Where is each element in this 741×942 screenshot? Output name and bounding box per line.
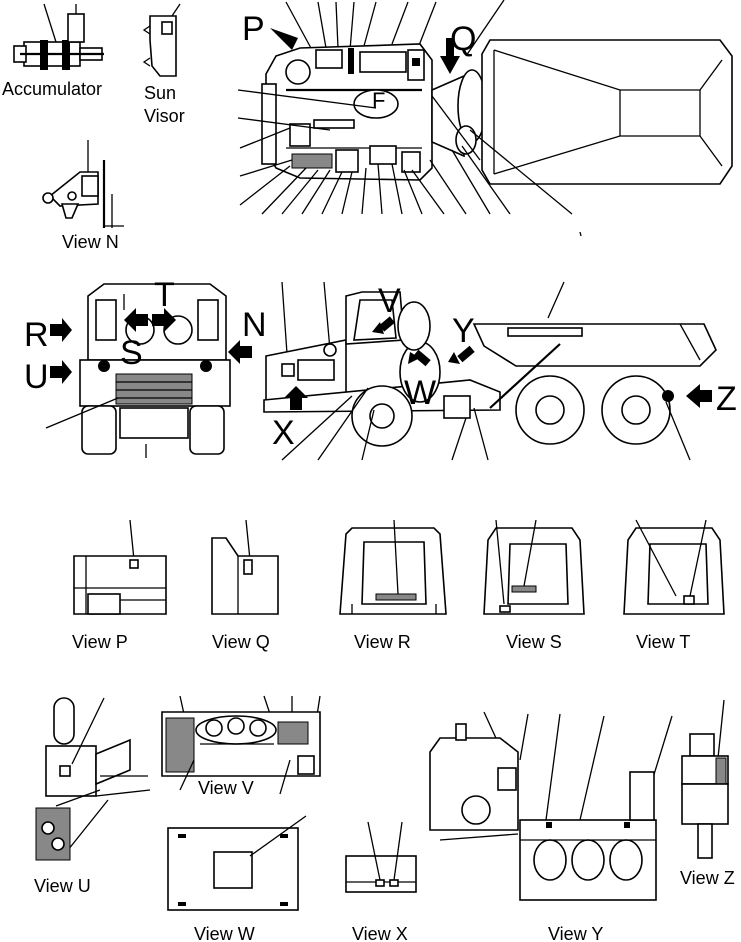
view-t-label: View T	[636, 632, 690, 652]
view-y-label: View Y	[548, 924, 603, 942]
view-n-detail	[42, 140, 124, 228]
view-x-label: View X	[352, 924, 408, 942]
letter-r: R	[24, 316, 49, 354]
view-y-detail	[429, 711, 673, 901]
visor-label: Visor	[144, 106, 185, 126]
letter-n: N	[242, 306, 267, 344]
accumulator-detail	[13, 3, 104, 70]
letter-q: Q	[450, 20, 476, 58]
view-u-detail	[35, 697, 151, 861]
view-v-label: View V	[198, 778, 254, 798]
letter-f: F	[372, 88, 385, 113]
sun-label: Sun	[144, 83, 176, 103]
letter-v: V	[378, 282, 401, 320]
view-p-detail	[73, 519, 167, 615]
view-n-label: View N	[62, 232, 119, 252]
truck-top-view	[237, 0, 733, 237]
view-r-label: View R	[354, 632, 411, 652]
letter-y: Y	[452, 312, 475, 350]
view-v-detail	[161, 695, 321, 795]
accumulator-label: Accumulator	[2, 79, 102, 99]
letter-z: Z	[716, 380, 737, 418]
truck-side-view	[263, 281, 717, 461]
letter-p: P	[242, 10, 265, 48]
view-s-label: View S	[506, 632, 562, 652]
view-q-detail	[211, 519, 279, 615]
letter-s: S	[120, 334, 143, 372]
view-z-detail	[681, 699, 729, 859]
view-x-detail	[345, 821, 417, 893]
letter-w: W	[404, 374, 436, 412]
letter-x: X	[272, 414, 295, 452]
view-z-label: View Z	[680, 868, 735, 888]
view-p-label: View P	[72, 632, 128, 652]
sun-visor-detail	[142, 3, 181, 77]
view-q-label: View Q	[212, 632, 270, 652]
view-w-detail	[167, 815, 307, 911]
view-w-label: View W	[194, 924, 255, 942]
truck-front-view	[45, 283, 252, 458]
view-r-detail	[339, 519, 447, 615]
letter-t: T	[154, 276, 175, 314]
view-s-detail	[483, 519, 585, 615]
view-t-detail	[623, 519, 725, 615]
letter-u: U	[24, 358, 49, 396]
view-u-label: View U	[34, 876, 91, 896]
